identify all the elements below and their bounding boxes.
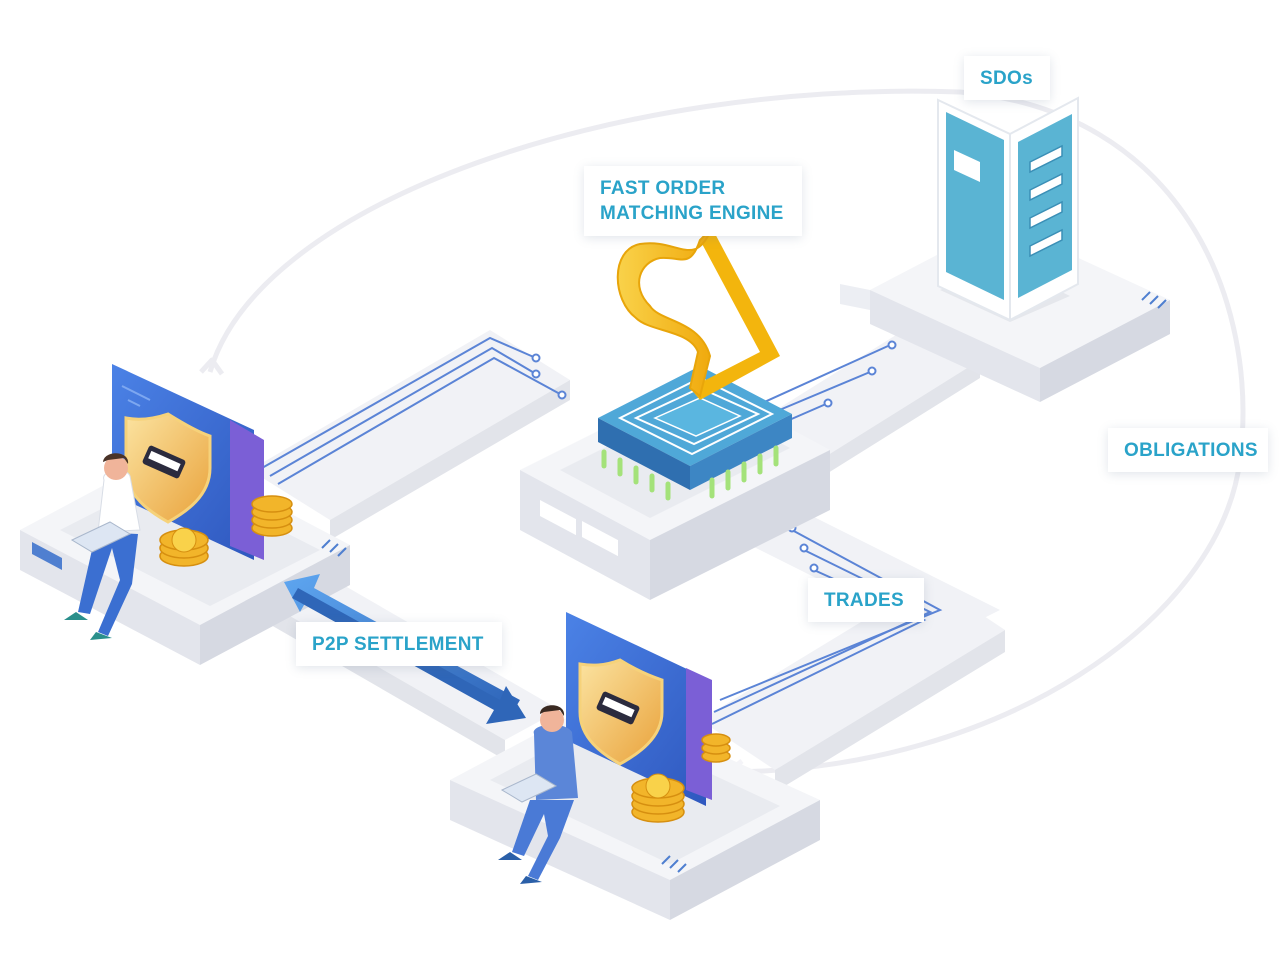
p2p-settlement-label: P2P SETTLEMENT [296, 622, 502, 666]
sdos-label-text: SDOs [980, 68, 1033, 89]
person-with-laptop-icon [498, 705, 578, 884]
matching-engine-label-line1: FAST ORDER [600, 178, 726, 199]
matching-engine-label: FAST ORDER MATCHING ENGINE [584, 166, 802, 236]
loop-arrow-head-left [199, 357, 225, 376]
p2p-settlement-label-text: P2P SETTLEMENT [312, 634, 484, 655]
person-with-laptop-icon [64, 453, 141, 640]
coin-stack-icon [631, 733, 731, 823]
trades-label: TRADES [808, 578, 924, 622]
matching-engine-symbol [616, 227, 780, 400]
obligations-label-text: OBLIGATIONS [1124, 440, 1258, 461]
sdos-label: SDOs [964, 56, 1050, 100]
left-indicator [32, 542, 62, 570]
chip-icon [598, 366, 792, 501]
obligations-label: OBLIGATIONS [1108, 428, 1268, 472]
coin-stack-icon [159, 495, 293, 567]
shield-icon [124, 412, 212, 524]
shield-icon [578, 658, 664, 766]
trades-label-text: TRADES [824, 590, 904, 611]
matching-engine-label-line2: MATCHING ENGINE [600, 203, 784, 224]
server-icon [937, 96, 1079, 322]
